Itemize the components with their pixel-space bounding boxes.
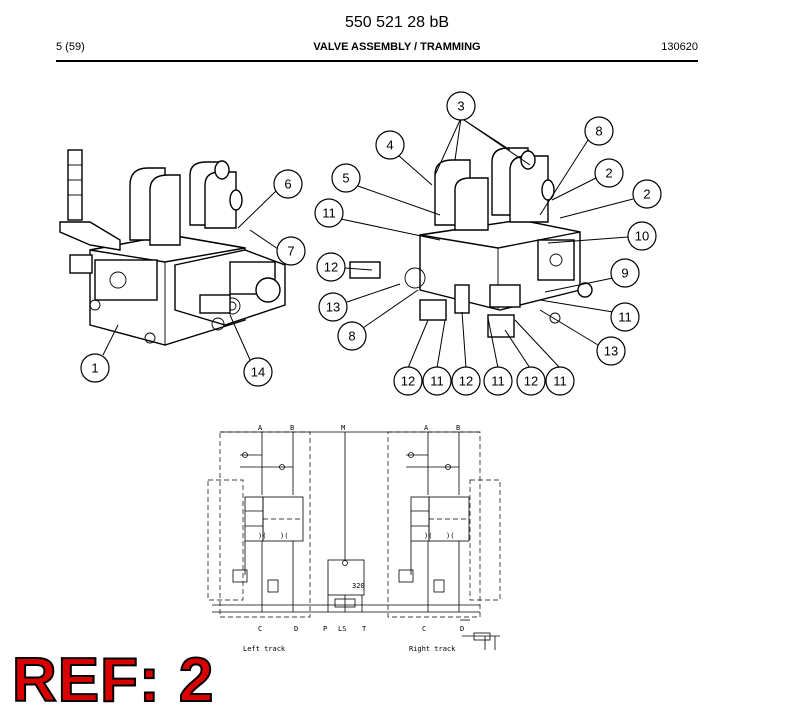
right-valve-assembly [349, 147, 593, 338]
page-number: 5 (59) [56, 41, 85, 53]
callout-12-row-2: 12 [451, 366, 481, 396]
svg-text:11: 11 [430, 374, 444, 389]
callout-14: 14 [243, 357, 273, 387]
port-label-a-left: A [258, 424, 263, 432]
svg-text:7: 7 [287, 244, 294, 259]
callout-12-row-3: 12 [516, 366, 546, 396]
svg-text:10: 10 [635, 229, 649, 244]
svg-text:14: 14 [251, 365, 265, 380]
svg-text:)(: )( [258, 532, 266, 540]
date-code: 130620 [661, 41, 698, 53]
hydraulic-schematic: )( )( 320 )( )( [207, 424, 501, 653]
port-label-c-left: C [258, 625, 262, 633]
port-label-b-left: B [290, 424, 294, 432]
port-label-m: M [341, 424, 345, 432]
port-label-d-left: D [294, 625, 298, 633]
svg-text:11: 11 [322, 206, 336, 221]
left-valve-assembly [59, 149, 286, 346]
callout-9: 9 [610, 258, 640, 288]
callout-2-lower: 2 [632, 179, 662, 209]
svg-text:5: 5 [342, 171, 349, 186]
right-track-label: Right track [409, 645, 456, 653]
callout-12-left: 12 [316, 252, 346, 282]
port-label-b-right: B [456, 424, 460, 432]
svg-text:)(: )( [446, 532, 454, 540]
callout-8-bottom: 8 [337, 321, 367, 351]
svg-text:13: 13 [326, 300, 340, 315]
callout-7: 7 [276, 236, 306, 266]
svg-text:11: 11 [618, 310, 632, 325]
port-label-a-right: A [424, 424, 429, 432]
left-track-label: Left track [243, 645, 286, 653]
svg-text:2: 2 [643, 187, 650, 202]
svg-text:1: 1 [91, 361, 98, 376]
callout-8-top: 8 [584, 116, 614, 146]
document-number: 550 521 28 bB [344, 14, 450, 31]
callout-13-right: 13 [596, 336, 626, 366]
port-label-p: P [323, 625, 327, 633]
callout-11-left: 11 [314, 198, 344, 228]
svg-text:6: 6 [284, 177, 291, 192]
callout-1: 1 [80, 353, 110, 383]
svg-text:)(: )( [280, 532, 288, 540]
header-rule [56, 60, 698, 62]
callout-2-upper: 2 [594, 158, 624, 188]
callout-11-row-3: 11 [545, 366, 575, 396]
callout-5: 5 [331, 163, 361, 193]
svg-text:11: 11 [491, 374, 505, 389]
port-label-c-right: C [422, 625, 426, 633]
callout-11-row-2: 11 [483, 366, 513, 396]
callout-6: 6 [273, 169, 303, 199]
svg-text:11: 11 [553, 374, 567, 389]
section-title: VALVE ASSEMBLY / TRAMMING [313, 41, 481, 53]
callout-3: 3 [446, 91, 476, 121]
callout-11-right: 11 [610, 302, 640, 332]
port-label-d-right: D [460, 625, 464, 633]
port-label-ls: LS [338, 625, 346, 633]
callout-4: 4 [375, 130, 405, 160]
svg-text:4: 4 [386, 138, 393, 153]
svg-text:12: 12 [401, 374, 415, 389]
svg-text:12: 12 [524, 374, 538, 389]
svg-text:13: 13 [604, 344, 618, 359]
svg-text:8: 8 [348, 329, 355, 344]
callout-13-left: 13 [318, 292, 348, 322]
relief-value-label: 320 [352, 582, 365, 590]
callout-12-row-1: 12 [393, 366, 423, 396]
svg-text:12: 12 [324, 260, 338, 275]
port-label-t: T [362, 625, 367, 633]
svg-text:2: 2 [605, 166, 612, 181]
svg-text:12: 12 [459, 374, 473, 389]
callout-11-row-1: 11 [422, 366, 452, 396]
svg-text:9: 9 [621, 266, 628, 281]
callout-10: 10 [627, 221, 657, 251]
ref-label: REF: 2 [11, 646, 215, 715]
svg-text:)(: )( [424, 532, 432, 540]
svg-text:8: 8 [595, 124, 602, 139]
svg-text:3: 3 [457, 99, 464, 114]
